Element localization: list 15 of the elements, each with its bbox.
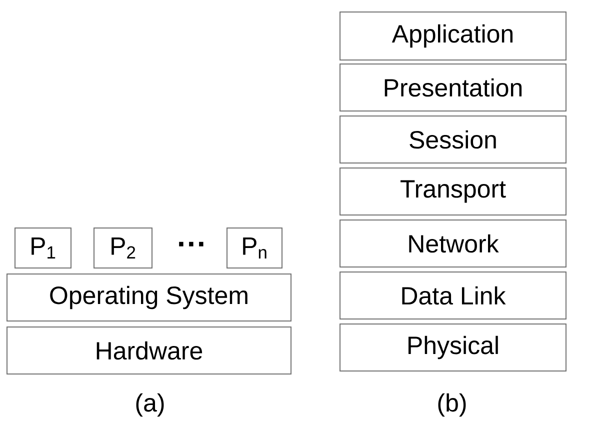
process-box: P$_{1}$ (14, 228, 72, 268)
panel-label: (a) (136, 393, 164, 417)
process-box: P$_{n}$ (226, 228, 282, 268)
layer-box: Transport (340, 168, 566, 216)
layer-box: Presentation (340, 64, 566, 112)
layer-box: Operating System (6, 274, 292, 322)
panel-label: (b) (438, 393, 466, 417)
layer-box: Physical (340, 324, 566, 372)
layer-box: Data Link (340, 272, 566, 320)
ellipsis: ··· (179, 242, 204, 246)
layer-box: Hardware (6, 326, 292, 374)
layer-box: Network (340, 220, 566, 268)
process-box: P$_{2}$ (94, 228, 152, 268)
layer-box: Application (340, 12, 566, 60)
layer-box: Session (340, 116, 566, 164)
